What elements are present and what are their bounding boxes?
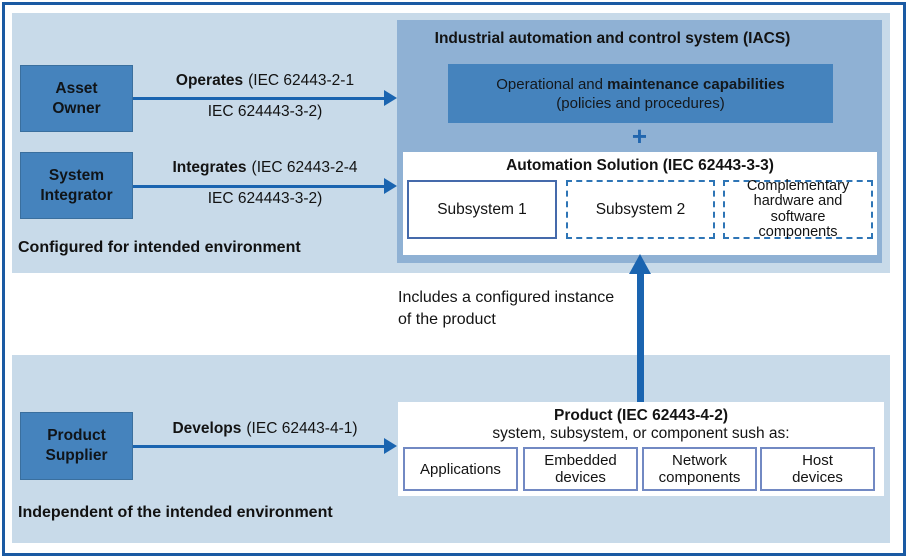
product-item-applications: Applications (403, 447, 518, 491)
operates-label: Operates(IEC 62443-2-1 IEC 624443-3-2) (140, 72, 390, 121)
develops-verb: Develops (172, 420, 242, 437)
product-subtitle: system, subsystem, or component sush as: (492, 425, 790, 442)
subsystem-1-box: Subsystem 1 (407, 180, 557, 239)
operational-capabilities-text: Operational and (496, 75, 608, 93)
operates-arrow-head-icon (384, 90, 397, 106)
configured-instance-note-line1: Includes a configured instance (398, 289, 615, 306)
develops-arrow-line (133, 445, 385, 448)
develops-ref: (IEC 62443-4-1) (246, 420, 358, 437)
subsystem-2-box: Subsystem 2 (566, 180, 715, 239)
system-integrator-box: System Integrator (20, 152, 133, 219)
automation-solution-title: Automation Solution (IEC 62443-3-3) (506, 157, 774, 174)
operational-capabilities-line2: (policies and procedures) (556, 94, 725, 112)
plus-symbol: + (631, 121, 648, 151)
configured-instance-note-line2: of the product (398, 311, 496, 328)
top-panel-label: Configured for intended environment (18, 239, 301, 256)
operational-capabilities-bold-text: maintenance capabilities (607, 75, 785, 93)
operates-ref-line2: IEC 624443-3-2) (207, 103, 323, 120)
product-to-solution-arrow-head-icon (629, 254, 651, 274)
product-box: Product (IEC 62443-4-2) system, subsyste… (398, 402, 884, 496)
operates-verb: Operates (175, 72, 244, 89)
iacs-title: Industrial automation and control system… (434, 30, 791, 47)
integrates-label-line1: Integrates(IEC 62443-2-4 (140, 159, 390, 177)
bottom-panel-label: Independent of the intended environment (18, 504, 333, 521)
integrates-arrow-line (133, 185, 385, 188)
asset-owner-box: Asset Owner (20, 65, 133, 132)
operates-arrow-line (133, 97, 385, 100)
automation-solution-box: Automation Solution (IEC 62443-3-3) Subs… (403, 152, 877, 255)
operational-capabilities-box: Operational and maintenance capabilities… (448, 64, 833, 123)
integrates-arrow-head-icon (384, 178, 397, 194)
integrates-ref: (IEC 62443-2-4 (251, 159, 358, 176)
develops-label: Develops(IEC 62443-4-1) (140, 420, 390, 438)
operates-ref: (IEC 62443-2-1 (248, 72, 355, 89)
product-supplier-box: Product Supplier (20, 412, 133, 480)
configured-instance-note: Includes a configured instance of the pr… (398, 287, 614, 331)
integrates-label: Integrates(IEC 62443-2-4 IEC 624443-3-2) (140, 159, 390, 208)
product-item-network-components: Network components (642, 447, 757, 491)
product-title: Product (IEC 62443-4-2) (554, 407, 728, 424)
product-item-host-devices: Host devices (760, 447, 875, 491)
operates-label-line1: Operates(IEC 62443-2-1 (140, 72, 390, 90)
operational-capabilities-line1: Operational and maintenance capabilities (496, 75, 785, 94)
develops-arrow-head-icon (384, 438, 397, 454)
product-to-solution-arrow-line (637, 272, 644, 402)
complementary-components-box: Complementary hardware and software comp… (723, 178, 873, 240)
integrates-verb: Integrates (172, 159, 247, 176)
integrates-ref-line2: IEC 624443-3-2) (207, 190, 323, 207)
product-item-embedded-devices: Embedded devices (523, 447, 638, 491)
